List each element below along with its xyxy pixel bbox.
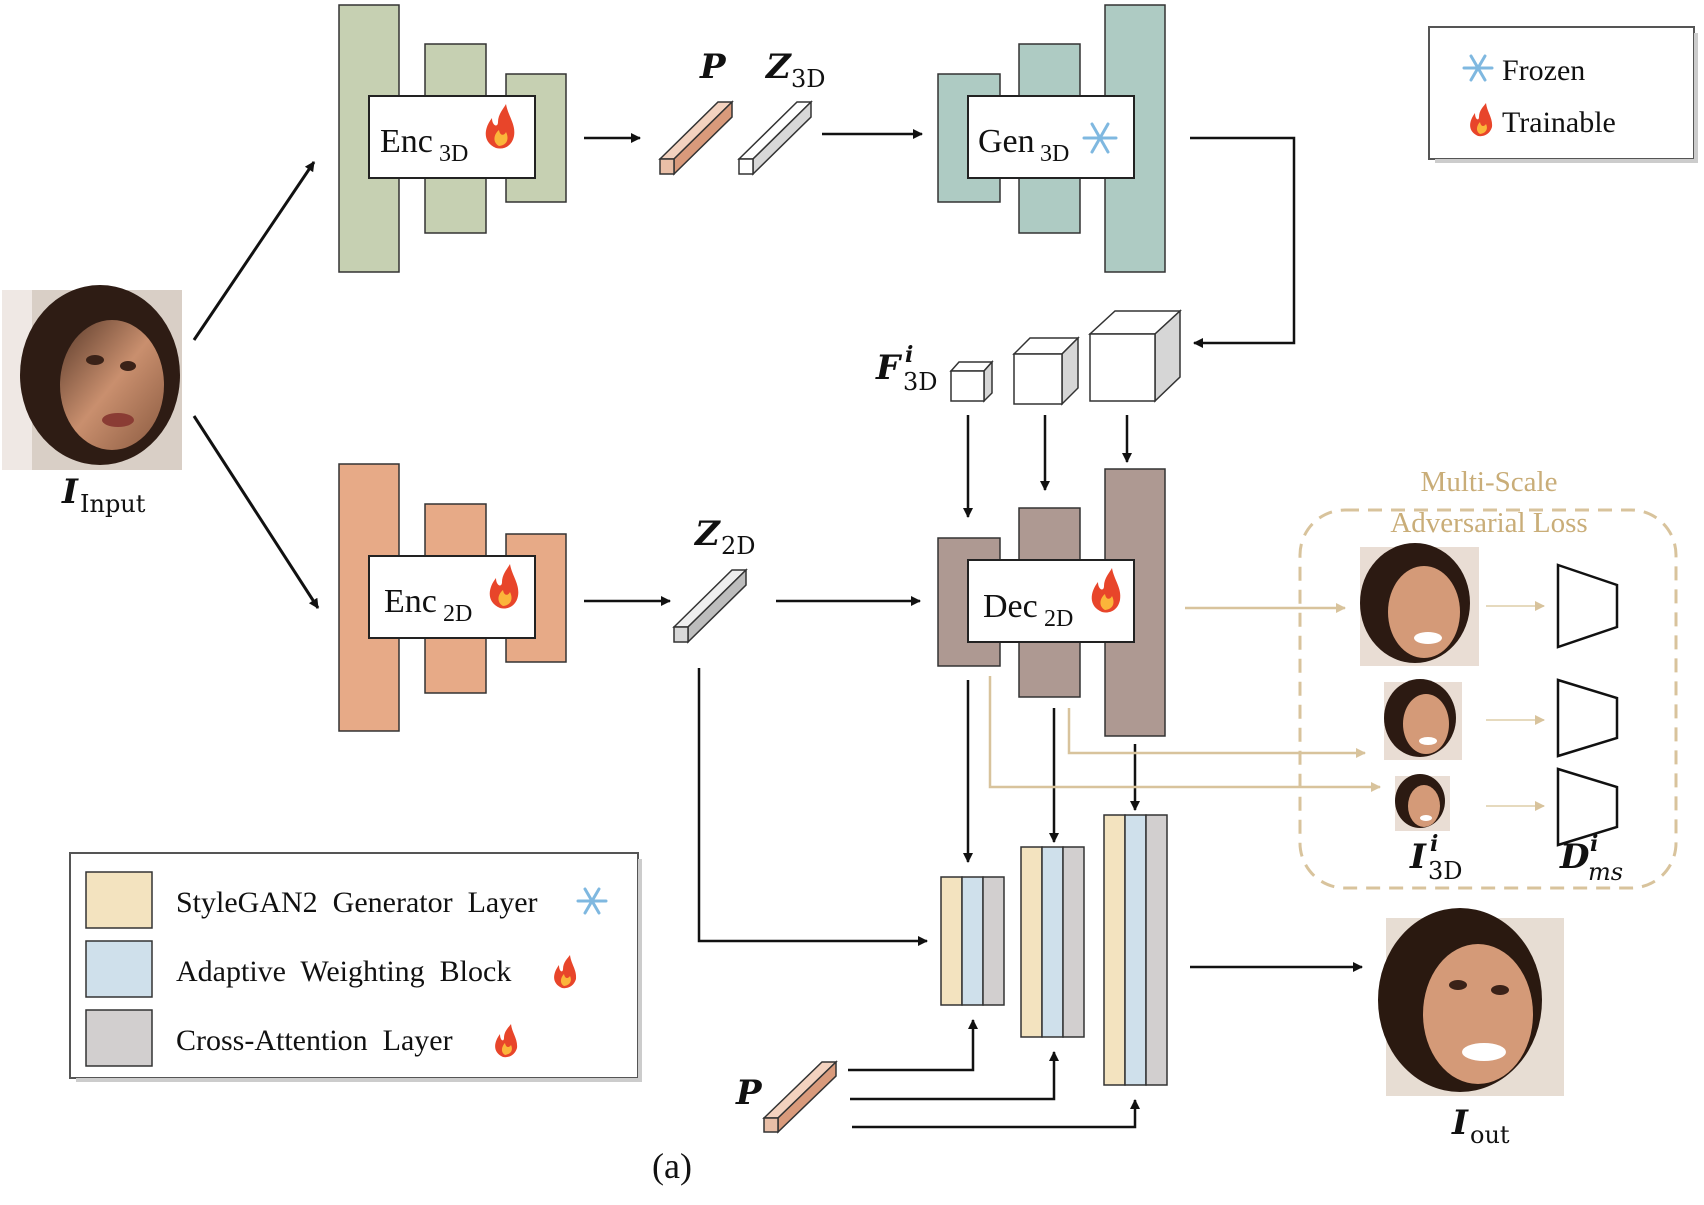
- svg-text:I: I: [61, 472, 79, 512]
- svg-text:Z: Z: [764, 47, 792, 87]
- status-legend: Frozen Trainable: [1428, 26, 1698, 163]
- svg-text:Gen: Gen: [978, 123, 1035, 160]
- svg-text:2D: 2D: [721, 532, 756, 560]
- z3d-label: Z 3D: [764, 47, 826, 93]
- svg-text:3D: 3D: [1428, 857, 1463, 885]
- multi-scale-loss-region: [1298, 508, 1678, 890]
- svg-text:3D: 3D: [791, 65, 826, 93]
- svg-text:F: F: [875, 348, 903, 388]
- svg-text:i: i: [1430, 831, 1438, 857]
- svg-text:Enc: Enc: [384, 583, 437, 620]
- face-image-small: [1395, 774, 1450, 831]
- discriminator-large: [1556, 563, 1619, 649]
- svg-text:Enc: Enc: [380, 123, 433, 160]
- arrow-p-to-stack2: [850, 1051, 1059, 1101]
- legend-swatch-cross-attention: [85, 1009, 153, 1067]
- legend-frozen-label: Frozen: [1502, 54, 1585, 87]
- arrow-gen3d-to-features: [1190, 136, 1296, 348]
- discriminator-medium: [1556, 678, 1619, 758]
- svg-text:i: i: [1590, 831, 1598, 857]
- legend-trainable-label: Trainable: [1502, 106, 1616, 139]
- arrow-p-to-stack1: [848, 1019, 978, 1072]
- svg-text:ms: ms: [1588, 858, 1623, 886]
- svg-text:Z: Z: [693, 514, 721, 554]
- svg-text:i: i: [905, 342, 913, 368]
- loss-title-line2: Adversarial Loss: [1390, 507, 1587, 539]
- p-vector-top: [658, 100, 734, 176]
- f3d-label: F i 3D: [875, 342, 938, 396]
- feature-cube-small: [949, 360, 994, 403]
- feature-cube-large: [1088, 309, 1182, 403]
- enc2d-block: Enc 2D: [338, 463, 567, 732]
- figure-caption: (a): [652, 1146, 692, 1186]
- output-label: I out: [1451, 1103, 1510, 1149]
- snowflake-icon: [1082, 122, 1118, 154]
- z2d-vector: [672, 568, 748, 644]
- gen3d-block: Gen 3D: [937, 4, 1166, 273]
- legend-swatch-stylegan: [85, 871, 153, 929]
- p-vector-bottom: [762, 1060, 838, 1134]
- svg-text:Dec: Dec: [983, 588, 1038, 625]
- svg-text:D: D: [1559, 837, 1590, 877]
- arrow-dec-to-image-small: [988, 676, 1381, 792]
- flame-icon: [1091, 568, 1121, 613]
- face-image-large: [1360, 543, 1479, 666]
- i3d-label: I i 3D: [1409, 831, 1463, 885]
- loss-title-line1: Multi-Scale: [1421, 466, 1558, 498]
- flame-icon: [1470, 103, 1493, 137]
- p-label-bottom: P: [735, 1073, 763, 1113]
- legend-stylegan-label: StyleGAN2 Generator Layer: [176, 886, 538, 919]
- legend-awb-label: Adaptive Weighting Block: [176, 955, 511, 988]
- svg-text:Input: Input: [80, 490, 146, 518]
- legend-swatch-awb: [85, 940, 153, 998]
- input-image: [2, 285, 182, 470]
- flame-icon: [489, 564, 519, 609]
- layer-stack-3: [1103, 814, 1168, 1086]
- snowflake-icon: [576, 887, 608, 915]
- arrow-p-to-stack3: [852, 1099, 1140, 1129]
- arrow-dec-to-image-medium: [1067, 708, 1366, 758]
- discriminator-small: [1556, 767, 1619, 847]
- enc3d-block: Enc 3D: [338, 4, 567, 273]
- svg-text:3D: 3D: [903, 368, 938, 396]
- z2d-label: Z 2D: [693, 514, 756, 560]
- flame-icon: [554, 955, 577, 989]
- arrow-input-to-enc3d: [192, 161, 316, 341]
- svg-text:2D: 2D: [1044, 606, 1073, 632]
- layer-legend: StyleGAN2 Generator Layer Adaptive Weigh…: [69, 852, 642, 1082]
- output-image: [1378, 908, 1564, 1096]
- layer-stack-1: [940, 876, 1005, 1006]
- arrow-z2d-to-stylegan: [697, 668, 928, 946]
- legend-cross-attention-label: Cross-Attention Layer: [176, 1024, 453, 1057]
- svg-text:out: out: [1470, 1121, 1510, 1149]
- arrow-input-to-enc2d: [192, 415, 320, 609]
- svg-text:3D: 3D: [439, 141, 468, 167]
- feature-cube-medium: [1012, 336, 1080, 406]
- svg-text:I: I: [1451, 1103, 1469, 1143]
- face-image-medium: [1384, 679, 1462, 760]
- svg-text:2D: 2D: [443, 601, 472, 627]
- p-label-top: P: [699, 47, 727, 87]
- input-label: I Input: [61, 472, 146, 518]
- svg-text:3D: 3D: [1040, 141, 1069, 167]
- svg-text:I: I: [1409, 837, 1427, 877]
- flame-icon: [485, 104, 515, 149]
- z3d-vector: [737, 100, 813, 176]
- layer-stack-2: [1020, 846, 1085, 1038]
- dms-label: D i ms: [1559, 831, 1623, 886]
- dec2d-block: Dec 2D: [937, 468, 1166, 737]
- snowflake-icon: [1462, 54, 1494, 82]
- flame-icon: [495, 1024, 518, 1058]
